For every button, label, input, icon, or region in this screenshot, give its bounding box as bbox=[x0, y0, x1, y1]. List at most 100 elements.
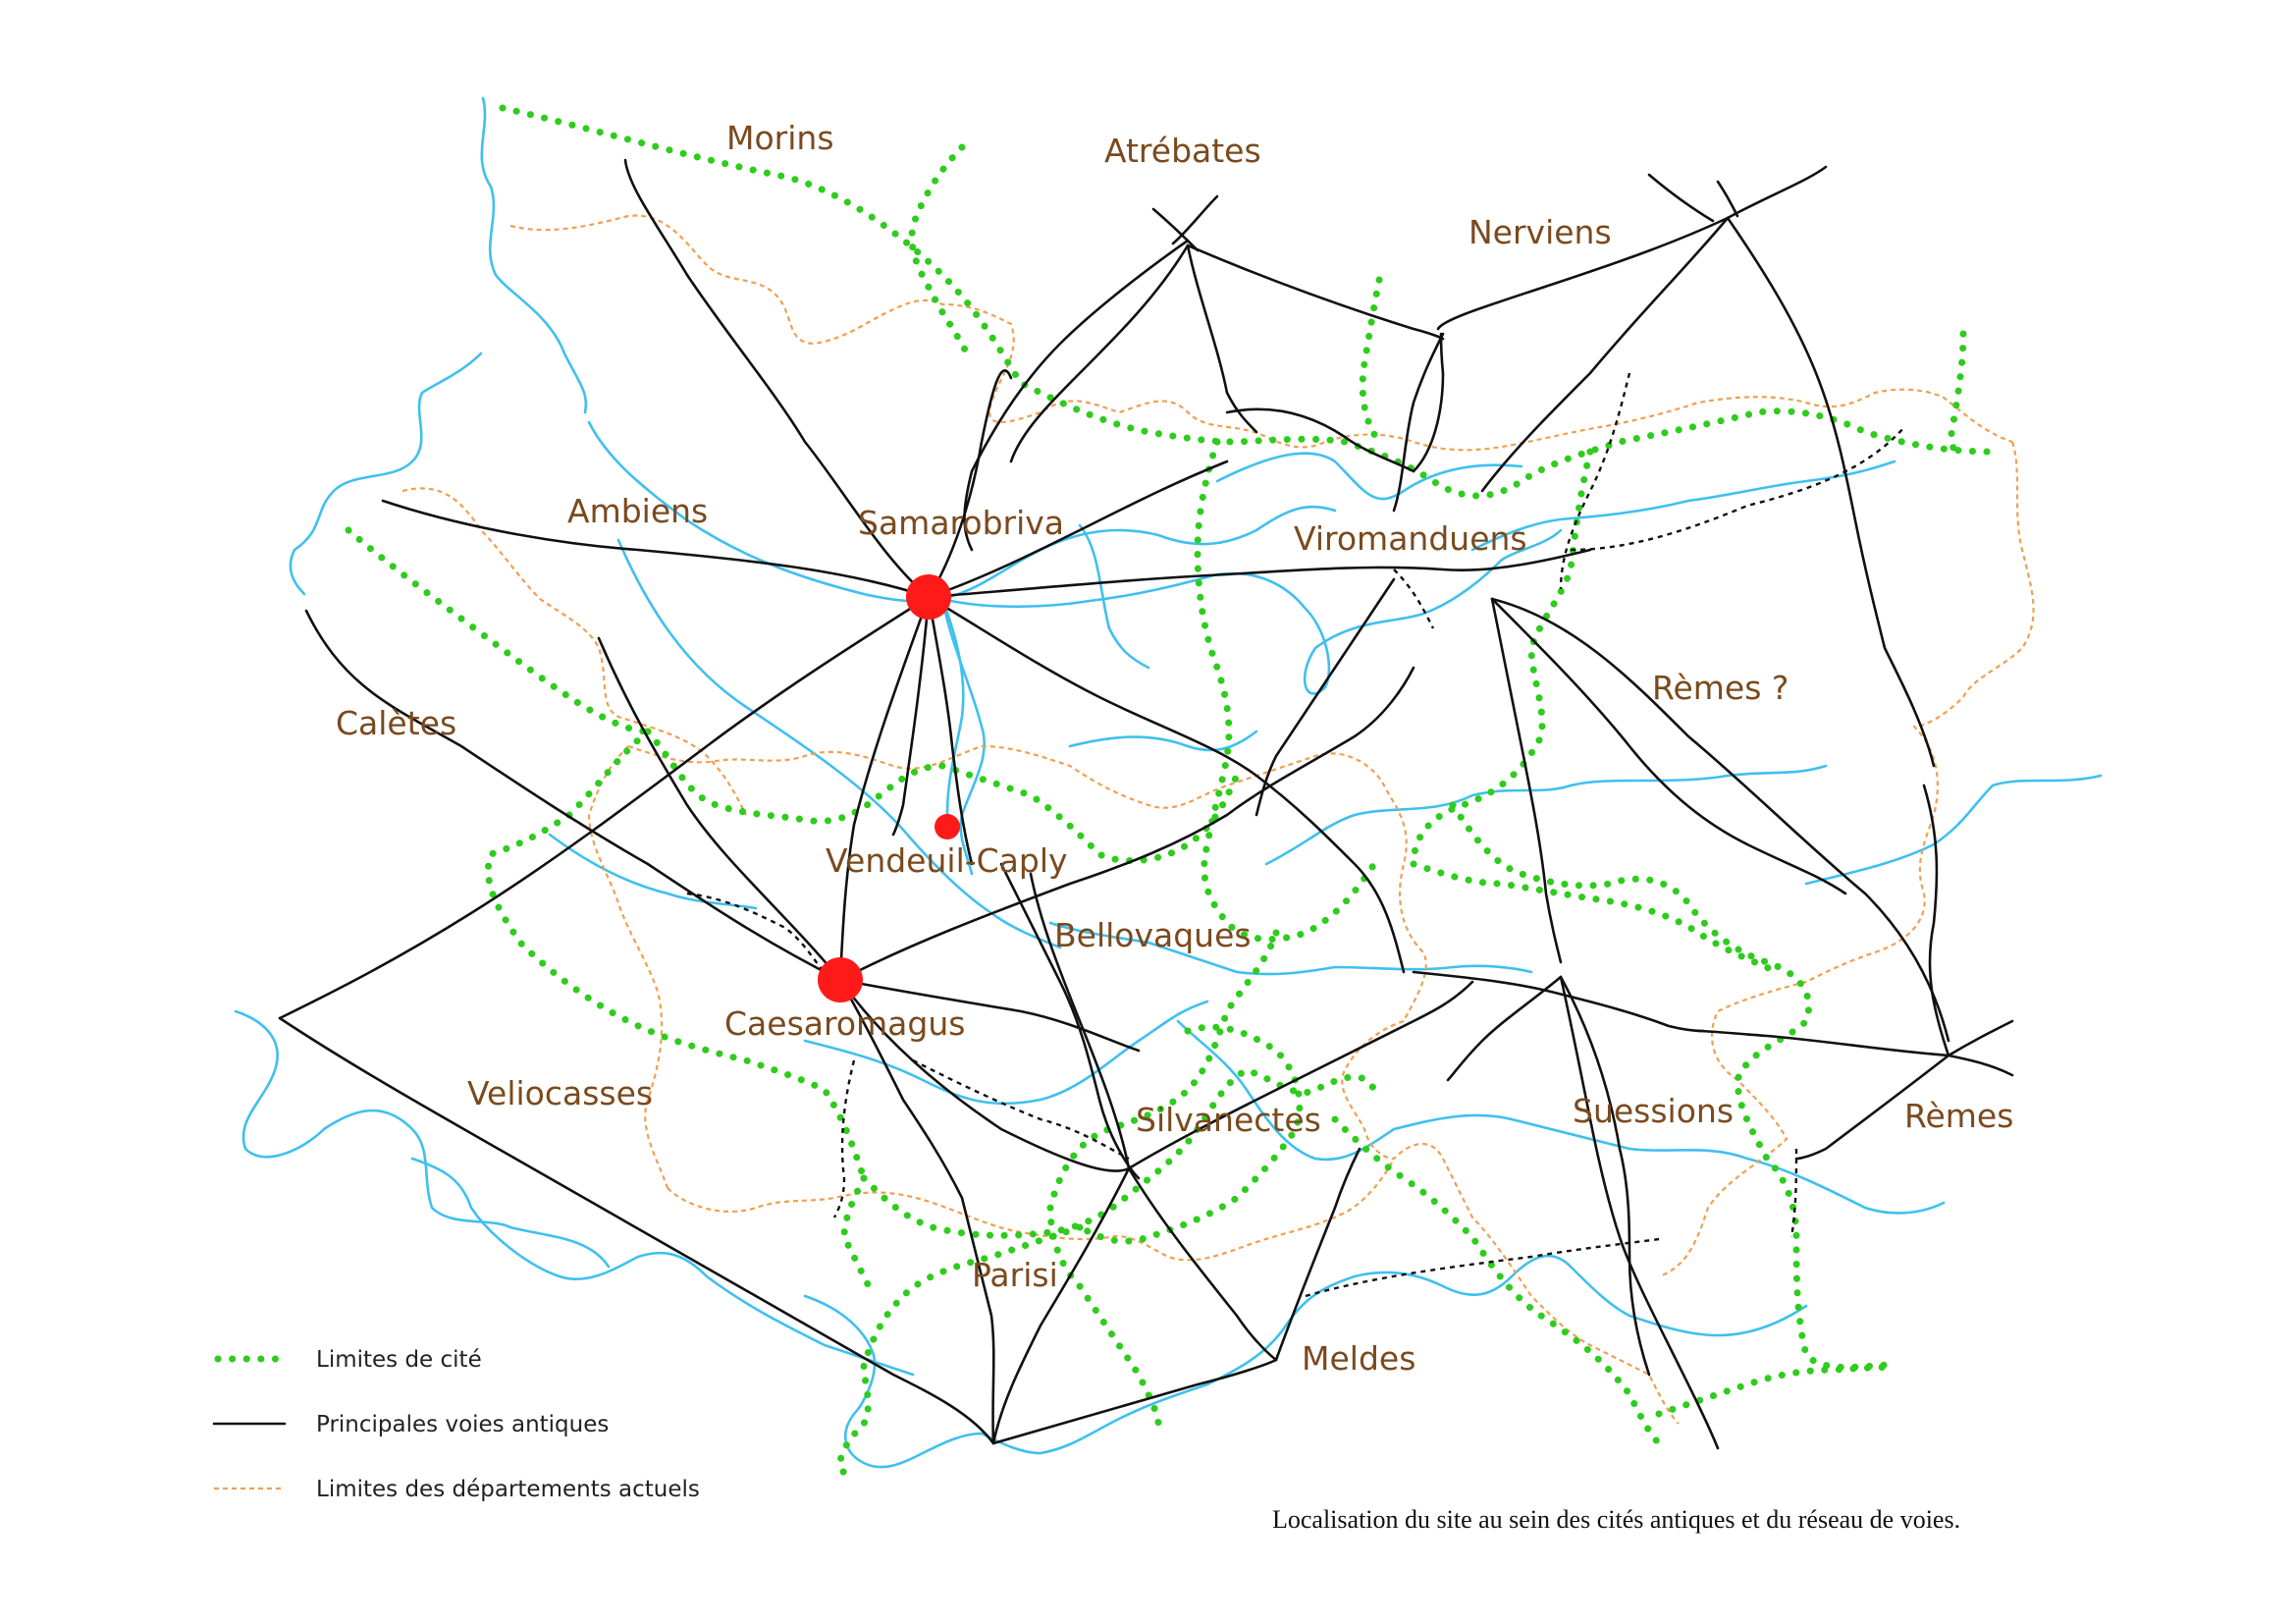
road-dashed-cae-south bbox=[832, 1059, 856, 1218]
cite-limit-veliocasses bbox=[484, 728, 868, 1182]
road-parisi-meldes bbox=[991, 1358, 1278, 1445]
river-marne bbox=[1392, 1113, 1946, 1215]
caption: Localisation du site au sein des cités a… bbox=[1272, 1505, 1960, 1534]
river-seine-north bbox=[548, 833, 758, 910]
river-oise bbox=[1804, 774, 2103, 886]
road-sam-north bbox=[927, 369, 1013, 599]
road-nerv-x3 bbox=[1726, 165, 1828, 220]
road-atrebates-east bbox=[1186, 244, 1445, 341]
road-dashed-cae-se bbox=[912, 1058, 1130, 1161]
cite-limit-parisi-west bbox=[836, 1223, 1084, 1477]
road-vir-south-west bbox=[1255, 577, 1396, 817]
label-ambiens: Ambiens bbox=[567, 492, 708, 530]
dept-eure-south bbox=[667, 1158, 1395, 1262]
road-sam-south-east bbox=[927, 595, 1406, 974]
city-labels: Morins Atrébates Nerviens Ambiens Viroma… bbox=[336, 119, 2013, 1378]
road-suessions-ew bbox=[1412, 970, 1705, 1033]
river-bresle bbox=[616, 538, 1062, 949]
river-mid-branch bbox=[1068, 730, 1258, 752]
cite-limit-remes-north bbox=[1948, 330, 1967, 456]
road-vir-south bbox=[1490, 597, 1563, 964]
road-vir-south-east bbox=[1490, 597, 1847, 895]
dept-east bbox=[1658, 441, 2035, 1278]
cite-limit-vir-east bbox=[1410, 448, 1594, 868]
legend: Limites de cité Principales voies antiqu… bbox=[212, 1347, 700, 1502]
label-samarobriva: Samarobriva bbox=[858, 504, 1064, 542]
legend-label-dept: Limites des départements actuels bbox=[316, 1477, 700, 1502]
label-caesaromagus: Caesaromagus bbox=[724, 1004, 965, 1043]
river-seine-meander bbox=[234, 1009, 611, 1269]
river-aisne bbox=[1264, 764, 1828, 866]
road-dashed-remes-south bbox=[1789, 1148, 1798, 1238]
river-therain bbox=[1176, 1019, 1396, 1162]
road-sam-south-west bbox=[278, 595, 931, 1020]
road-dashed-west bbox=[686, 892, 826, 973]
river-coast-west bbox=[289, 352, 483, 596]
cite-limit-morins bbox=[908, 143, 971, 357]
site-labels: Samarobriva Vendeuil-Caply Caesaromagus bbox=[724, 504, 1068, 1043]
rivers bbox=[234, 96, 2103, 1469]
road-west-meldes bbox=[278, 1016, 995, 1445]
river-seine-paris bbox=[803, 1294, 1209, 1469]
road-remes-south bbox=[1794, 1054, 1950, 1161]
dept-north bbox=[509, 214, 2013, 452]
label-nerviens: Nerviens bbox=[1468, 213, 1612, 251]
river-oise-lower bbox=[1048, 921, 1533, 976]
road-sam-north-east bbox=[927, 460, 1229, 599]
road-dashed-meldes-remes bbox=[1305, 1237, 1660, 1298]
road-sam-south bbox=[891, 595, 931, 837]
label-viromanduens: Viromanduens bbox=[1294, 519, 1527, 558]
label-meldes: Meldes bbox=[1302, 1339, 1415, 1378]
road-nerv-west bbox=[1436, 216, 1730, 331]
cite-limit-meldes bbox=[1331, 1115, 1663, 1447]
road-nerv-south-west bbox=[1480, 216, 1730, 493]
road-remes-north bbox=[1922, 784, 1950, 1057]
site-dot-vendeuil-caply[interactable] bbox=[934, 814, 960, 839]
road-nerv-x1 bbox=[1647, 173, 1715, 223]
label-caletes: Calètes bbox=[336, 704, 456, 742]
road-cae-north-west bbox=[597, 636, 842, 982]
road-atrebates-vir bbox=[1225, 407, 1415, 473]
cite-limit-bellovaques-east bbox=[1449, 801, 1898, 1371]
site-dot-caesaromagus[interactable] bbox=[818, 957, 863, 1002]
label-suessions: Suessions bbox=[1573, 1092, 1734, 1130]
river-somme bbox=[587, 420, 1337, 603]
dept-somme-oise bbox=[627, 744, 1427, 1022]
site-dot-samarobriva[interactable] bbox=[906, 574, 951, 620]
road-atrebates-x1 bbox=[1151, 207, 1200, 252]
legend-label-road: Principales voies antiques bbox=[316, 1412, 609, 1437]
cite-limit-viromanduens bbox=[1194, 438, 1378, 944]
road-cae-east bbox=[838, 978, 1141, 1053]
sites bbox=[818, 574, 960, 1002]
roads bbox=[278, 158, 2014, 1450]
label-parisi: Parisi bbox=[972, 1256, 1058, 1294]
road-silv-north-east bbox=[1127, 980, 1474, 1170]
road-cae-south bbox=[838, 978, 995, 1445]
road-atrebates-south bbox=[1186, 244, 1258, 434]
road-cae-west bbox=[304, 609, 842, 982]
label-atrebates: Atrébates bbox=[1104, 132, 1261, 170]
road-remes-east bbox=[1947, 1019, 2014, 1057]
road-sam-west bbox=[381, 499, 931, 599]
label-vendeuil-caply: Vendeuil-Caply bbox=[826, 841, 1068, 880]
cite-limit-north-coast bbox=[499, 104, 1997, 500]
cite-limit-suessions bbox=[1410, 860, 1781, 976]
road-remes-west bbox=[1696, 1029, 1950, 1057]
road-vendeuil-south bbox=[999, 862, 1141, 1180]
road-suessions-south bbox=[1559, 975, 1720, 1450]
legend-label-cite: Limites de cité bbox=[316, 1347, 482, 1373]
department-limits bbox=[401, 214, 2035, 1425]
road-sam-east bbox=[927, 548, 1592, 599]
river-vendeuil bbox=[940, 597, 965, 817]
road-atrebates-sam bbox=[963, 239, 1190, 552]
road-cae-north-east bbox=[838, 666, 1415, 982]
cite-limit-remes-south bbox=[1655, 1363, 1898, 1418]
road-vir-diag bbox=[1490, 597, 1950, 1043]
river-marne-lower bbox=[1205, 1254, 1631, 1386]
road-dashed-east bbox=[1570, 426, 1905, 552]
road-silv-meldes bbox=[1127, 1166, 1278, 1362]
dept-west bbox=[401, 487, 747, 816]
cite-limit-nerviens bbox=[1359, 276, 1383, 446]
road-nerv-x2 bbox=[1716, 180, 1739, 218]
river-seine-lower-left bbox=[410, 1157, 915, 1377]
